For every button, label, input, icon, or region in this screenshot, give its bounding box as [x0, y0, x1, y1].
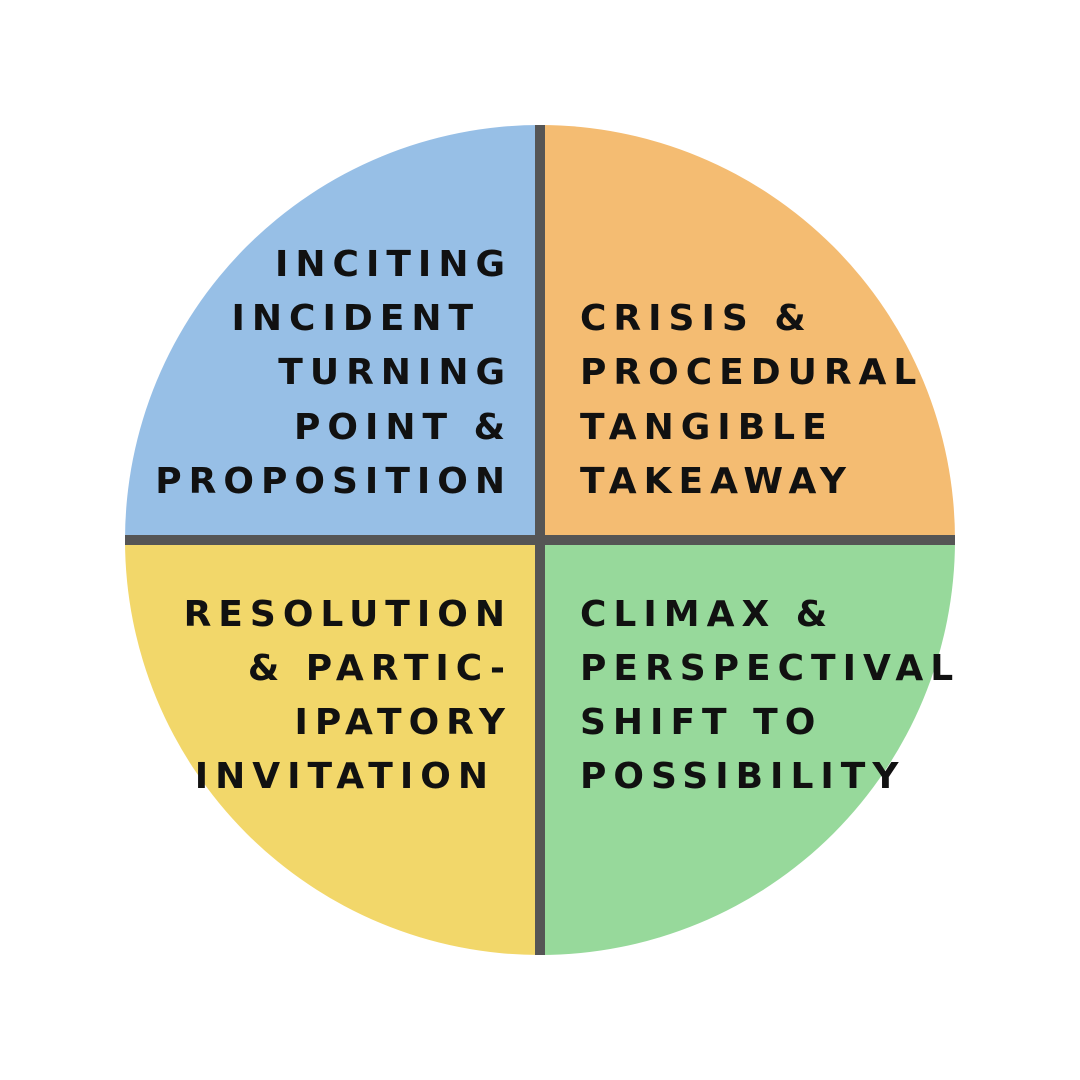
label-top-right: CRISIS & PROCEDURAL TANGIBLE TAKEAWAY — [580, 298, 923, 502]
label-line: & PARTIC- — [248, 648, 512, 689]
label-line: POSSIBILITY — [580, 756, 905, 797]
label-line: POINT & — [294, 407, 512, 448]
quadrant-bottom-left — [125, 540, 540, 955]
quadrant-top-left — [125, 125, 540, 540]
quadrant-bottom-right — [540, 540, 955, 955]
label-bottom-right: CLIMAX & PERSPECTIVAL SHIFT TO POSSIBILI… — [580, 594, 960, 797]
label-line: PERSPECTIVAL — [580, 648, 960, 689]
label-line: CLIMAX & — [580, 594, 834, 635]
label-line: TAKEAWAY — [580, 461, 853, 502]
label-top-left: INCITING INCIDENT TURNING POINT & PROPOS… — [155, 244, 512, 502]
label-line: TANGIBLE — [580, 407, 834, 448]
quadrant-top-right — [540, 125, 955, 540]
label-line: INCIDENT — [232, 298, 481, 339]
label-line: INVITATION — [195, 756, 495, 797]
label-line: TURNING — [278, 352, 512, 393]
label-line: SHIFT TO — [580, 702, 822, 743]
label-line: PROPOSITION — [155, 461, 512, 502]
label-line: RESOLUTION — [184, 594, 512, 635]
label-line: PROCEDURAL — [580, 352, 923, 393]
label-bottom-left: RESOLUTION & PARTIC- IPATORY INVITATION — [184, 594, 512, 797]
label-line: IPATORY — [294, 702, 512, 743]
label-line: CRISIS & — [580, 298, 813, 339]
horizontal-divider — [125, 535, 955, 545]
label-line: INCITING — [275, 244, 512, 285]
